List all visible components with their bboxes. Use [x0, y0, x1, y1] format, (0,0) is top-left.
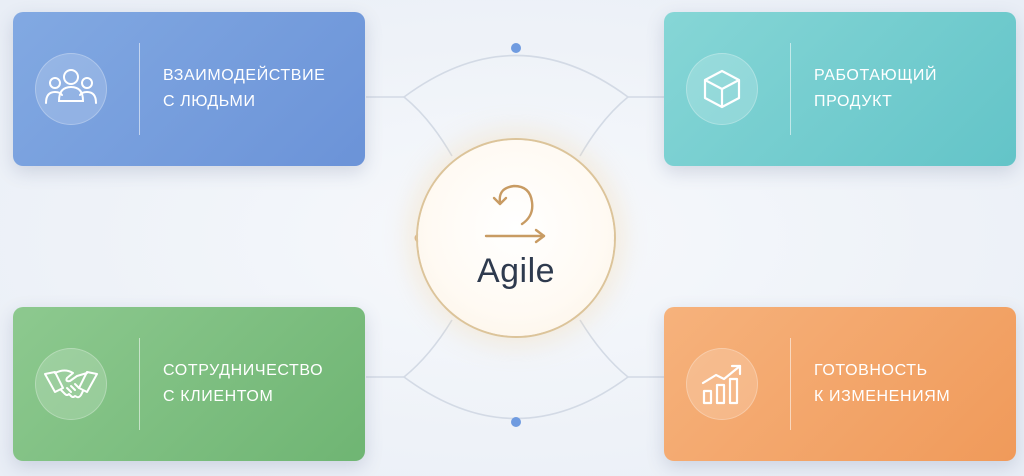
value-label: ВЗАИМОДЕЙСТВИЕ С ЛЮДЬМИ	[163, 63, 325, 115]
agile-title: Agile	[476, 252, 556, 290]
value-label-line2: С ЛЮДЬМИ	[163, 93, 256, 110]
card-divider	[790, 338, 791, 430]
value-card-product: РАБОТАЮЩИЙ ПРОДУКТ	[664, 12, 1016, 166]
value-label: СОТРУДНИЧЕСТВО С КЛИЕНТОМ	[163, 358, 323, 410]
agile-center-circle: Agile	[418, 140, 614, 336]
value-label-line1: СОТРУДНИЧЕСТВО	[163, 362, 324, 379]
value-label: РАБОТАЮЩИЙ ПРОДУКТ	[814, 63, 937, 115]
people-group-icon	[35, 53, 107, 125]
value-card-change: ГОТОВНОСТЬ К ИЗМЕНЕНИЯМ	[664, 307, 1016, 461]
handshake-icon	[35, 348, 107, 420]
top-node-dot	[511, 43, 521, 53]
card-divider	[790, 43, 791, 135]
value-label-line2: К ИЗМЕНЕНИЯМ	[814, 388, 951, 405]
value-label-line1: ГОТОВНОСТЬ	[814, 362, 928, 379]
value-label-line2: С КЛИЕНТОМ	[163, 388, 274, 405]
value-label-line1: РАБОТАЮЩИЙ	[814, 67, 938, 84]
value-label-line1: ВЗАИМОДЕЙСТВИЕ	[163, 67, 326, 84]
growth-chart-icon	[686, 348, 758, 420]
value-label: ГОТОВНОСТЬ К ИЗМЕНЕНИЯМ	[814, 358, 950, 410]
card-divider	[139, 338, 140, 430]
bottom-node-dot	[511, 417, 521, 427]
value-card-people: ВЗАИМОДЕЙСТВИЕ С ЛЮДЬМИ	[13, 12, 365, 166]
value-card-customer: СОТРУДНИЧЕСТВО С КЛИЕНТОМ	[13, 307, 365, 461]
iteration-loop-icon	[484, 184, 546, 244]
box-icon	[686, 53, 758, 125]
card-divider	[139, 43, 140, 135]
value-label-line2: ПРОДУКТ	[814, 93, 893, 110]
